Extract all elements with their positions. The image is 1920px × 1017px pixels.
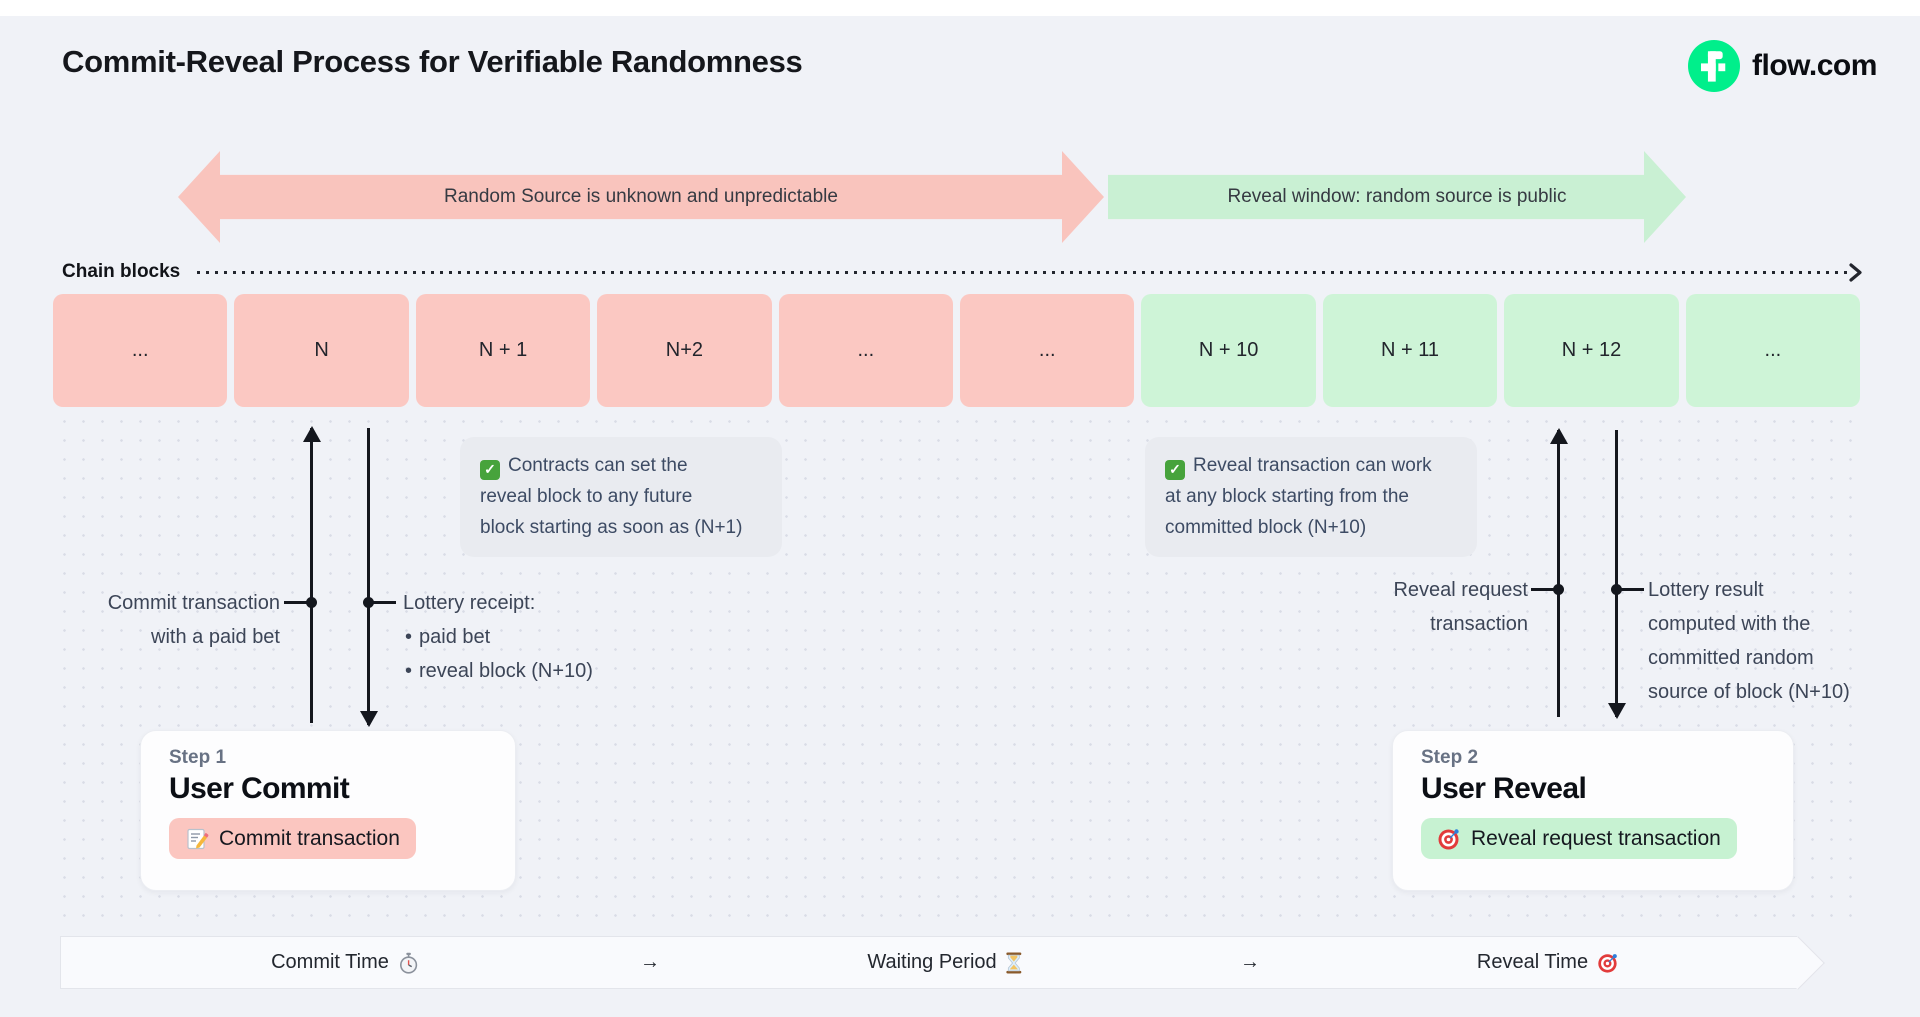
phase-arrow-hidden: Random Source is unknown and unpredictab… bbox=[178, 151, 1104, 243]
step-title: User Reveal bbox=[1421, 772, 1587, 805]
note-line: committed block (N+10) bbox=[1165, 517, 1367, 538]
timeline-label: Commit Time bbox=[271, 951, 389, 973]
chain-block: ... bbox=[53, 294, 228, 407]
timeline-waiting-period: Waiting Period bbox=[867, 937, 1022, 988]
label-title: Lottery receipt: bbox=[403, 592, 536, 614]
note-line: Reveal transaction can work bbox=[1193, 455, 1432, 476]
label-line: Commit transaction bbox=[107, 592, 280, 614]
reveal-up-arrow bbox=[1549, 428, 1568, 717]
step-card-user-commit: Step 1 User Commit Commit transaction bbox=[140, 730, 516, 891]
stopwatch-icon bbox=[398, 952, 419, 974]
note-reveal-window: ✓ Reveal transaction can work at any bloc… bbox=[1145, 437, 1477, 557]
label-line: with a paid bet bbox=[151, 626, 280, 648]
arrow-head-down-icon bbox=[359, 711, 378, 727]
note-line: reveal block to any future bbox=[480, 486, 693, 507]
note-line: at any block starting from the bbox=[1165, 486, 1409, 507]
timeline-commit-time: Commit Time bbox=[271, 937, 419, 988]
label-line: Lottery result bbox=[1648, 579, 1764, 601]
commit-label-connector bbox=[284, 601, 308, 604]
chain-axis-line bbox=[197, 271, 1849, 274]
label-bullet: reveal block (N+10) bbox=[403, 654, 663, 688]
label-line: transaction bbox=[1430, 613, 1528, 635]
flow-brand[interactable]: flow.com bbox=[1688, 40, 1877, 92]
commit-transaction-pill: Commit transaction bbox=[169, 818, 416, 859]
chain-block: N+2 bbox=[597, 294, 772, 407]
chain-blocks-label: Chain blocks bbox=[62, 261, 181, 282]
step-card-user-reveal: Step 2 User Reveal Reveal request transa… bbox=[1392, 730, 1794, 891]
result-down-arrow bbox=[1607, 430, 1626, 719]
chain-axis-arrowhead-icon bbox=[1849, 263, 1863, 282]
chain-block: N + 11 bbox=[1322, 294, 1498, 407]
reveal-request-pill: Reveal request transaction bbox=[1421, 818, 1737, 859]
label-line: source of block (N+10) bbox=[1648, 681, 1850, 703]
target-icon bbox=[1597, 952, 1619, 974]
chain-block: N + 12 bbox=[1504, 294, 1679, 407]
step-number: Step 1 bbox=[169, 747, 227, 768]
label-line: committed random bbox=[1648, 647, 1814, 669]
chain-block: N bbox=[234, 294, 409, 407]
timeline-label: Reveal Time bbox=[1476, 951, 1589, 973]
reveal-request-label: Reveal request transaction bbox=[1328, 573, 1528, 641]
result-node-dot bbox=[1611, 584, 1622, 595]
result-label-connector bbox=[1620, 588, 1644, 591]
receipt-down-arrow bbox=[359, 428, 378, 727]
pill-label: Reveal request transaction bbox=[1471, 826, 1721, 850]
step-title: User Commit bbox=[169, 772, 350, 805]
target-icon bbox=[1437, 827, 1461, 851]
timeline-arrow: → bbox=[640, 937, 660, 988]
timeline-arrow-glyph: → bbox=[640, 951, 660, 973]
arrow-head-up-icon bbox=[302, 426, 321, 442]
chain-block: ... bbox=[778, 294, 954, 407]
chain-block: N + 10 bbox=[1141, 294, 1316, 407]
brand-name: flow.com bbox=[1752, 49, 1877, 82]
phase-public-label: Reveal window: random source is public bbox=[1227, 186, 1567, 207]
arrow-head-up-icon bbox=[1549, 428, 1568, 444]
note-line: Contracts can set the bbox=[508, 455, 688, 476]
memo-icon bbox=[185, 827, 209, 851]
lottery-result-label: Lottery result computed with the committ… bbox=[1648, 573, 1888, 709]
check-icon: ✓ bbox=[1165, 459, 1185, 480]
receipt-label-connector bbox=[372, 601, 396, 604]
page-title: Commit-Reveal Process for Verifiable Ran… bbox=[62, 44, 803, 79]
timeline-arrow-glyph: → bbox=[1240, 951, 1260, 973]
timeline-bar bbox=[60, 936, 1797, 989]
pill-label: Commit transaction bbox=[219, 826, 400, 850]
note-commit-window: ✓ Contracts can set the reveal block to a… bbox=[460, 437, 782, 557]
chain-block: ... bbox=[960, 294, 1135, 407]
check-icon: ✓ bbox=[480, 459, 500, 480]
receipt-node-dot bbox=[363, 597, 374, 608]
lottery-receipt-label: Lottery receipt: paid bet reveal block (… bbox=[403, 586, 663, 688]
flow-logo-icon bbox=[1688, 40, 1740, 92]
phase-arrow-public: Reveal window: random source is public bbox=[1108, 151, 1686, 243]
reveal-label-connector bbox=[1531, 588, 1555, 591]
chain-block: ... bbox=[1685, 294, 1861, 407]
timeline-reveal-time: Reveal Time bbox=[1477, 937, 1619, 988]
commit-node-dot bbox=[306, 597, 317, 608]
label-line: computed with the bbox=[1648, 613, 1811, 635]
chain-block: N + 1 bbox=[415, 294, 591, 407]
phase-hidden-label: Random Source is unknown and unpredictab… bbox=[444, 186, 838, 207]
commit-up-arrow bbox=[302, 426, 321, 723]
chain-blocks-row: ... N N + 1 N+2 ... ... N + 10 N + 11 N … bbox=[53, 294, 1861, 407]
commit-transaction-label: Commit transaction with a paid bet bbox=[83, 586, 280, 654]
label-bullet: paid bet bbox=[403, 620, 663, 654]
top-strip bbox=[0, 0, 1920, 16]
reveal-node-dot bbox=[1553, 584, 1564, 595]
step-number: Step 2 bbox=[1421, 747, 1479, 768]
label-line: Reveal request bbox=[1393, 579, 1528, 601]
timeline-label: Waiting Period bbox=[867, 951, 997, 973]
arrow-head-down-icon bbox=[1607, 703, 1626, 719]
hourglass-icon bbox=[1006, 952, 1023, 974]
note-line: block starting as soon as (N+1) bbox=[480, 517, 743, 538]
timeline-arrow: → bbox=[1240, 937, 1260, 988]
